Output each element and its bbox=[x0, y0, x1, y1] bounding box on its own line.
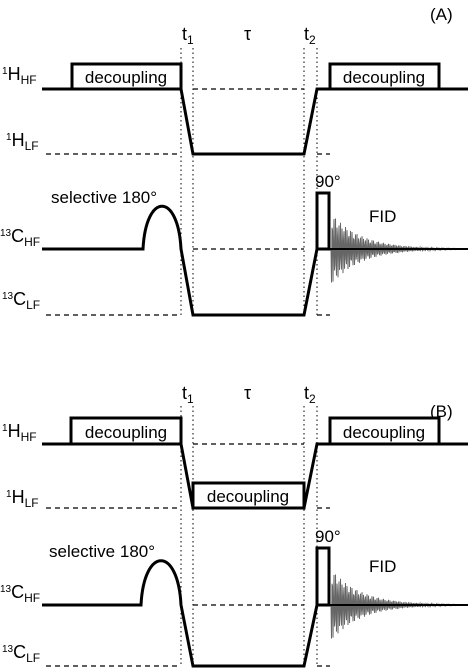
panel-a-fid-signal bbox=[330, 218, 457, 283]
panel-a: (A) t1 τ t2 1HHF 1HLF 13CHF 13CLF decoup… bbox=[0, 5, 468, 318]
panel-b-channel-h-lf: 1HLF bbox=[6, 487, 39, 510]
panel-b-fid-label: FID bbox=[369, 557, 396, 576]
panel-a-c-trace bbox=[42, 205, 319, 317]
panel-b-decoupling-box-3 bbox=[328, 416, 441, 446]
panel-a-t1-label: t1 bbox=[182, 24, 194, 47]
panel-b-c-trace bbox=[42, 559, 319, 668]
panel-a-channel-h-lf: 1HLF bbox=[6, 130, 39, 153]
panel-a-decoupling-box-2 bbox=[328, 62, 441, 91]
panel-b-channel-c-hf: 13CHF bbox=[0, 582, 40, 605]
panel-a-tau-label: τ bbox=[244, 24, 251, 44]
panel-a-label: (A) bbox=[430, 5, 453, 24]
panel-b-selective-180-label: selective 180° bbox=[49, 542, 155, 561]
fid-trace bbox=[330, 574, 457, 639]
fid-trace bbox=[330, 218, 457, 283]
panel-a-selective-180-label: selective 180° bbox=[51, 188, 157, 207]
panel-b-fid-signal bbox=[330, 574, 457, 639]
panel-a-decoupling-label-1: decoupling bbox=[85, 68, 167, 87]
panel-b-t2-label: t2 bbox=[304, 383, 316, 406]
panel-b-decoupling-box-2 bbox=[191, 481, 306, 510]
panel-b-decoupling-label-2: decoupling bbox=[207, 487, 289, 506]
panel-a-fid-label: FID bbox=[369, 207, 396, 226]
panel-a-90-label: 90° bbox=[315, 172, 341, 191]
panel-b: (B) t1 τ t2 1HHF 1HLF 13CHF 13CLF decoup… bbox=[0, 383, 468, 668]
panel-b-90-label: 90° bbox=[315, 527, 341, 546]
panel-b-channel-h-hf: 1HHF bbox=[2, 421, 37, 444]
panel-a-h-trace bbox=[42, 87, 468, 156]
panel-b-decoupling-label-3: decoupling bbox=[343, 423, 425, 442]
panel-a-channel-c-hf: 13CHF bbox=[0, 226, 40, 249]
panel-a-decoupling-label-2: decoupling bbox=[343, 68, 425, 87]
panel-b-decoupling-label-1: decoupling bbox=[85, 423, 167, 442]
panel-a-90-pulse bbox=[315, 191, 331, 251]
panel-b-decoupling-box-1 bbox=[69, 416, 183, 446]
panel-b-t1-label: t1 bbox=[182, 383, 194, 406]
panel-a-channel-c-lf: 13CLF bbox=[2, 289, 40, 312]
panel-a-t2-label: t2 bbox=[304, 24, 316, 47]
panel-b-tau-label: τ bbox=[244, 383, 251, 403]
panel-b-label: (B) bbox=[430, 402, 453, 421]
panel-b-channel-c-lf: 13CLF bbox=[2, 642, 40, 665]
panel-a-decoupling-box-1 bbox=[70, 62, 183, 91]
panel-a-channel-h-hf: 1HHF bbox=[2, 64, 37, 87]
panel-b-90-pulse bbox=[315, 546, 331, 607]
